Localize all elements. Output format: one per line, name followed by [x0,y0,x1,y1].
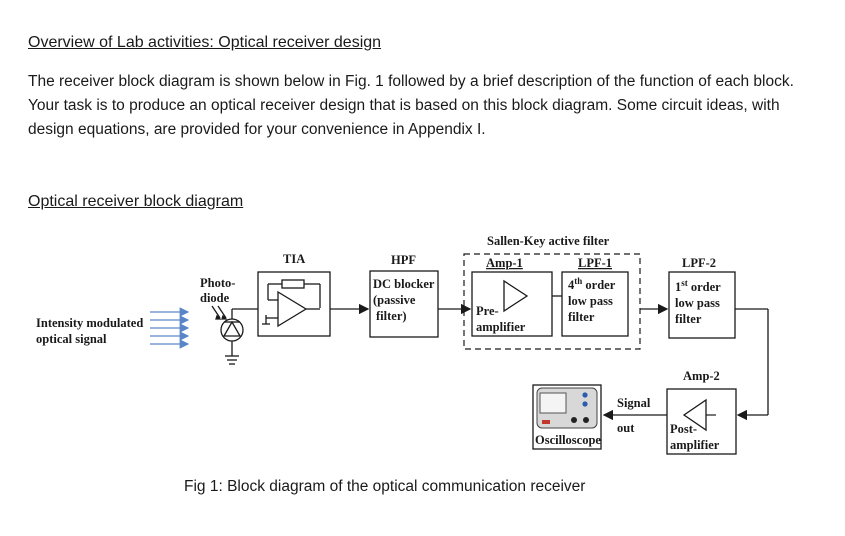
lpf1-title: LPF-1 [578,256,612,270]
photodiode-icon [211,305,258,365]
lpf1-line1: 4th order [568,276,616,292]
hpf-title: HPF [391,253,416,267]
lpf2-block [668,271,736,339]
lpf1-line2: low pass [568,294,613,308]
input-label-line2: optical signal [36,332,107,346]
lpf2-line3: filter [675,312,702,326]
amp1-title: Amp-1 [486,256,523,270]
oscilloscope-icon [532,384,602,450]
amp2-line2: amplifier [670,438,720,452]
amp1-line1: Pre- [476,304,499,318]
lpf1-line3: filter [568,310,595,324]
lpf2-line2: low pass [675,296,720,310]
page-title: Overview of Lab activities: Optical rece… [28,34,382,51]
lpf1-block [561,271,629,337]
lpf2-title: LPF-2 [682,256,716,270]
optical-signal-arrows [150,307,190,349]
amp2-block [666,388,737,455]
tia-title: TIA [283,252,305,266]
amp1-block [471,271,553,337]
amp2-title: Amp-2 [683,369,720,383]
input-label-line1: Intensity modulated [36,316,143,330]
figure-caption: Fig 1: Block diagram of the optical comm… [184,478,586,495]
hpf-line2: (passive [373,293,416,307]
signal-out-line1: Signal [617,396,651,410]
intro-paragraph: The receiver block diagram is shown belo… [28,73,794,138]
oscilloscope-label: Oscilloscope [535,433,601,447]
tia-block [257,271,331,337]
hpf-line3: filter) [376,309,407,323]
section-heading: Optical receiver block diagram [28,193,244,210]
hpf-block [369,270,439,338]
hpf-line1: DC blocker [373,277,435,291]
photodiode-label-line2: diode [200,291,230,305]
lpf2-line1: 1st order [675,278,721,294]
arrow-lpf2-amp2 [735,308,769,421]
photodiode-label-line1: Photo- [200,276,235,290]
signal-out-line2: out [617,421,635,435]
amp2-line1: Post- [670,422,697,436]
amp1-triangle-icon [503,279,529,313]
amp1-line2: amplifier [476,320,526,334]
sallen-key-box [463,253,641,350]
sallen-key-title: Sallen-Key active filter [487,234,610,248]
